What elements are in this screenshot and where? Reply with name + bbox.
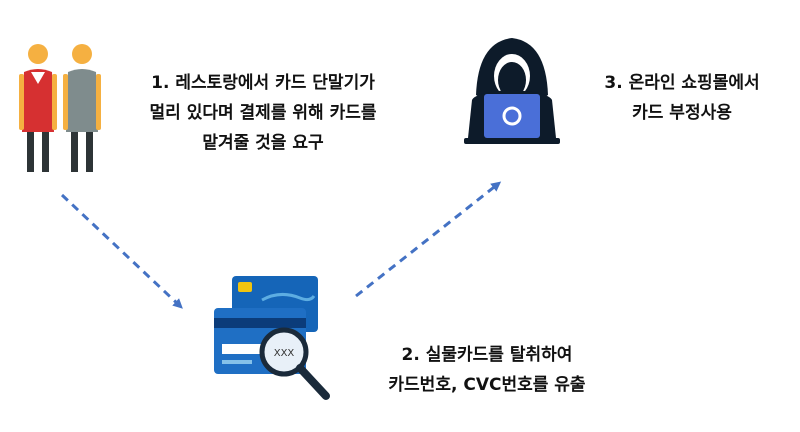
step1-description: 1. 레스토랑에서 카드 단말기가 멀리 있다며 결제를 위해 카드를 맡겨줄 … — [128, 68, 398, 158]
credit-card-magnifier-icon: XXX — [214, 276, 330, 400]
hacker-laptop-icon — [464, 38, 560, 144]
step1-line2: 멀리 있다며 결제를 위해 카드를 — [149, 103, 377, 123]
step2-description: 2. 실물카드를 탈취하여 카드번호, CVC번호를 유출 — [372, 340, 602, 400]
step1-line3: 맡겨줄 것을 요구 — [202, 133, 324, 153]
cvc-text: XXX — [274, 348, 295, 359]
step2-line1: 2. 실물카드를 탈취하여 — [401, 345, 573, 365]
waiter-person-icon — [19, 44, 57, 172]
magnifier-icon: XXX — [259, 327, 330, 400]
arrow-step1-to-step2 — [60, 193, 183, 309]
customer-person-icon — [63, 44, 101, 172]
step1-line1: 1. 레스토랑에서 카드 단말기가 — [151, 73, 375, 93]
step2-line2: 카드번호, CVC번호를 유출 — [388, 375, 586, 395]
step3-line2: 카드 부정사용 — [632, 103, 732, 123]
step3-description: 3. 온라인 쇼핑몰에서 카드 부정사용 — [582, 68, 782, 128]
arrow-step2-to-step3 — [355, 181, 502, 298]
restaurant-staff-icon — [19, 44, 101, 172]
step3-line1: 3. 온라인 쇼핑몰에서 — [604, 73, 760, 93]
